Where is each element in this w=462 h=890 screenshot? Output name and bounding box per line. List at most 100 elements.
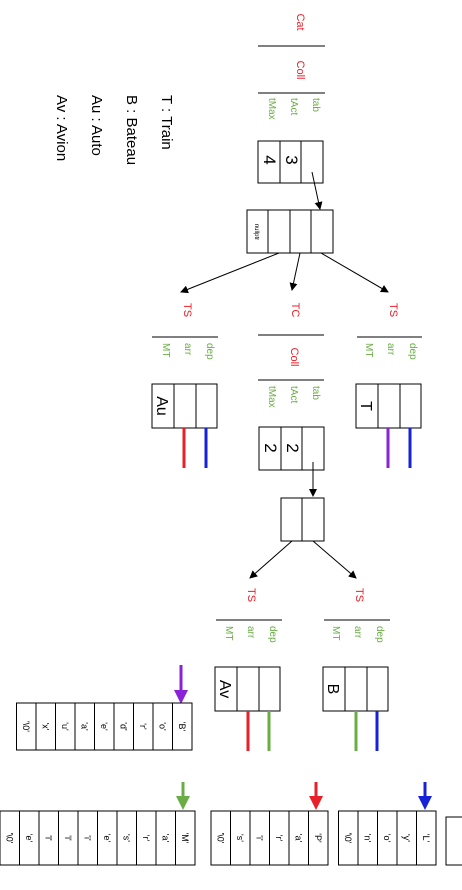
low-left-field-dep: dep xyxy=(267,626,278,643)
bordeaux-char-cell: '\0' xyxy=(21,721,31,732)
header-field-tact: tAct xyxy=(288,98,299,115)
paris-char-cell: '\0' xyxy=(216,833,226,844)
lyon-char-cell: '\0' xyxy=(343,833,353,844)
low-right-field-dep: dep xyxy=(374,626,385,643)
arrow-to-lower-right xyxy=(312,540,357,579)
low-right-field-mt: MT xyxy=(330,626,341,640)
low-left-value: Av xyxy=(216,680,233,698)
bordeaux-char-cell: 'B' xyxy=(177,722,187,732)
arrow-marseille-head xyxy=(176,796,190,810)
legend-item-avion: Av : Avion xyxy=(53,95,70,161)
mid-center-value-tmax: 2 xyxy=(261,443,280,452)
paris-char-cell: 'i' xyxy=(255,835,265,841)
paris-char-cell: 's' xyxy=(235,834,245,842)
marseille-char-cell: 'M' xyxy=(180,833,190,844)
header-title: Cat xyxy=(294,13,306,30)
string-array-paris: 'P''a''r''i''s''\0' xyxy=(210,810,329,866)
mid-center-coll-box: 2 2 xyxy=(258,426,325,471)
mid-right-fields: dep arr MT xyxy=(363,343,418,360)
low-left-ts-box: Av xyxy=(214,666,281,712)
marseille-char-cell: 'a' xyxy=(161,834,171,843)
pointer-array: nullptr xyxy=(246,209,334,254)
mid-right-field-mt: MT xyxy=(363,343,374,357)
string-array-bordeaux: 'B' 'o' 'r' 'd' 'e' 'a' 'u' 'x' '\0' xyxy=(16,702,193,751)
header-coll-box: 3 4 xyxy=(257,140,324,184)
header-title-text: Cat xyxy=(294,13,306,30)
arrow-paris-head xyxy=(309,796,323,810)
low-left-fields: dep arr MT xyxy=(223,626,278,643)
header-value-tmax: 4 xyxy=(260,155,279,164)
arrow-lyon-head xyxy=(418,796,432,810)
bordeaux-char-cell: 'a' xyxy=(80,722,90,731)
arrow-to-left-ts xyxy=(180,252,280,294)
marseille-char-cell: 'i' xyxy=(83,835,93,841)
bordeaux-char-cell: 'o' xyxy=(158,722,168,731)
string-array-lyon: 'L' 'y' 'o' 'n' '\0' xyxy=(338,810,437,866)
arrow-bordeaux-head xyxy=(174,690,188,704)
marseille-char-cell: 'l' xyxy=(63,835,73,841)
legend-item-train: T : Train xyxy=(158,95,175,150)
mid-center-fields: tab tAct tMax xyxy=(266,386,321,408)
low-left-field-mt: MT xyxy=(223,626,234,640)
clipped-cell xyxy=(445,816,462,866)
low-right-type: TS xyxy=(353,588,365,602)
lyon-char-cell: 'L' xyxy=(421,834,431,843)
legend-item-auto: Au : Auto xyxy=(88,95,105,156)
bordeaux-char-cell: 'e' xyxy=(99,722,109,731)
mid-right-field-dep: dep xyxy=(407,343,418,360)
mid-left-field-mt: MT xyxy=(160,343,171,357)
bordeaux-char-cell: 'u' xyxy=(60,722,70,731)
mid-center-field-tmax: tMax xyxy=(266,386,277,408)
mid-left-type: TS xyxy=(181,303,193,317)
marseille-char-cell: 's' xyxy=(122,834,132,842)
low-right-ts-box: B xyxy=(322,666,389,712)
lyon-char-cell: 'o' xyxy=(382,834,392,843)
paris-char-cell: 'a' xyxy=(294,834,304,843)
marseille-char-cell: 'r' xyxy=(141,835,151,842)
mid-left-ts-box: Au xyxy=(151,383,218,429)
lyon-char-cell: 'n' xyxy=(363,834,373,843)
paris-char-cell: 'r' xyxy=(274,835,284,842)
pointer-array-2 xyxy=(280,497,325,542)
lyon-array-frame xyxy=(338,810,437,866)
mid-left-fields: dep arr MT xyxy=(160,343,215,360)
header-fields: tab tAct tMax xyxy=(266,98,321,120)
bordeaux-char-cell: 'd' xyxy=(119,722,129,731)
marseille-char-cell: '\0' xyxy=(5,833,15,844)
low-right-field-arr: arr xyxy=(352,626,363,639)
mid-center-struct: Coll xyxy=(288,348,300,367)
mid-right-value: T xyxy=(357,401,374,411)
header-struct-text: Coll xyxy=(294,61,306,80)
header-field-tab: tab xyxy=(310,98,321,112)
arrow-to-tc xyxy=(289,252,301,291)
mid-center-type: TC xyxy=(289,303,301,318)
legend: T : Train B : Bateau Au : Auto Av : Avio… xyxy=(53,95,175,165)
arrow-to-lower-left xyxy=(249,540,293,579)
low-left-type: TS xyxy=(245,588,257,602)
mid-center-field-tab: tab xyxy=(310,386,321,400)
bordeaux-array-frame xyxy=(16,702,193,751)
mid-left-value: Au xyxy=(153,396,170,416)
mid-left-field-arr: arr xyxy=(182,343,193,356)
mid-center-field-tact: tAct xyxy=(288,386,299,403)
marseille-char-cell: 'e' xyxy=(24,834,34,843)
mid-right-field-arr: arr xyxy=(385,343,396,356)
header-value-tact: 3 xyxy=(282,155,301,164)
bordeaux-char-cell: 'x' xyxy=(41,723,51,731)
header-tab-arrow xyxy=(311,171,323,210)
header-struct: Coll xyxy=(294,61,306,80)
marseille-char-cell: 'l' xyxy=(44,835,54,841)
marseille-char-cell: 'e' xyxy=(102,834,112,843)
arrow-to-right-ts xyxy=(320,252,389,293)
pointer-nullptr: nullptr xyxy=(253,224,259,240)
header-field-tmax: tMax xyxy=(266,98,277,120)
low-right-fields: dep arr MT xyxy=(330,626,385,643)
bordeaux-char-cell: 'r' xyxy=(138,723,148,730)
mid-center-value-tact: 2 xyxy=(283,443,302,452)
mid-left-field-dep: dep xyxy=(204,343,215,360)
mid-right-ts-box: T xyxy=(355,383,422,429)
lyon-char-cell: 'y' xyxy=(402,834,412,842)
mid-right-type: TS xyxy=(387,303,399,317)
